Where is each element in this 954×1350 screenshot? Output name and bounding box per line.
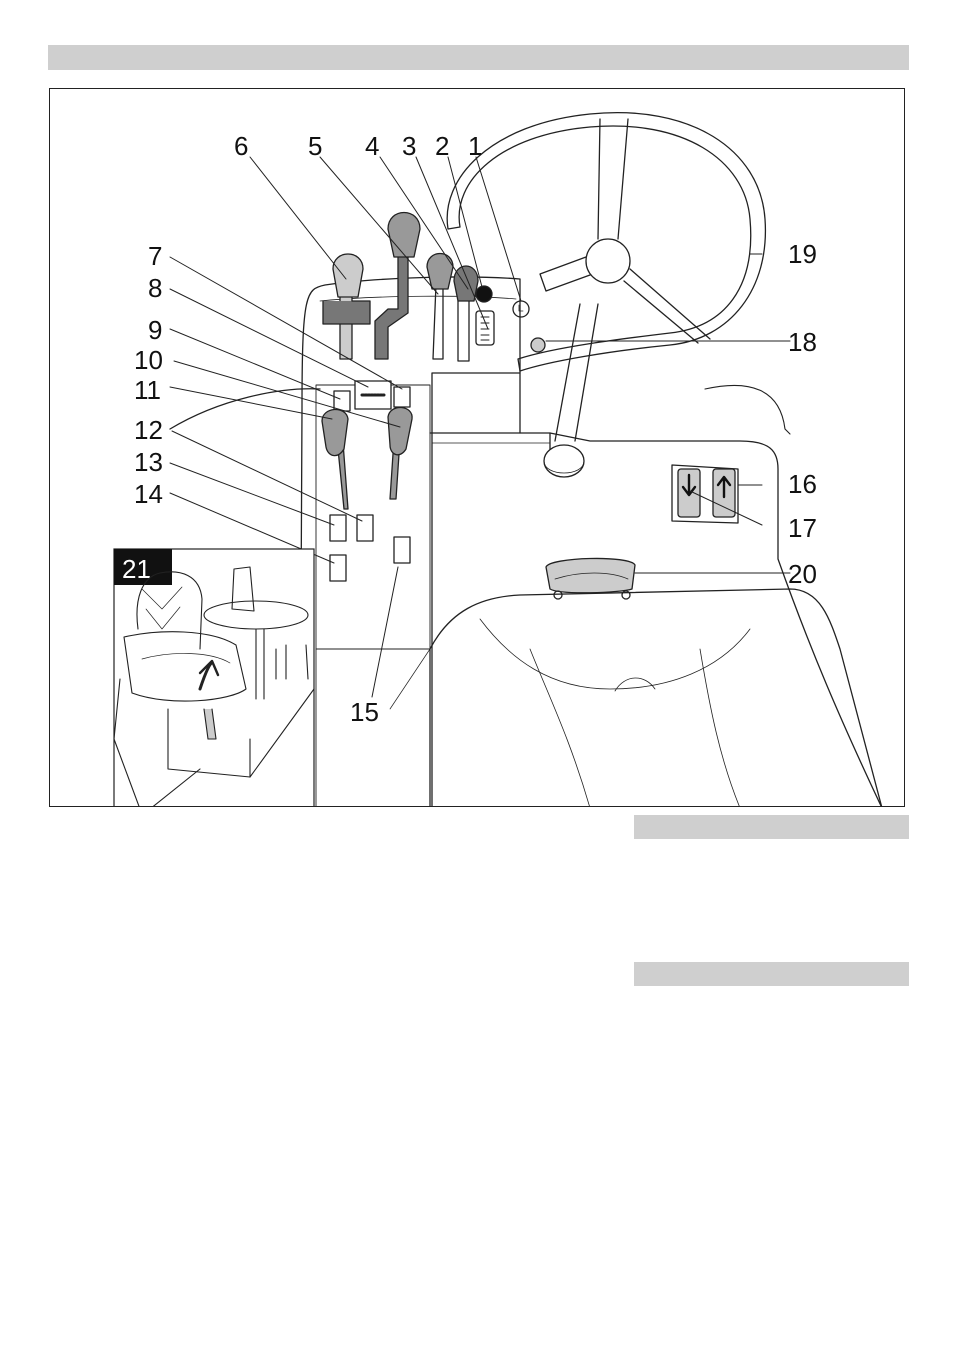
switch-15[interactable] (394, 537, 410, 563)
callout-9: 9 (148, 315, 162, 345)
callout-18: 18 (788, 327, 817, 357)
seat-handle[interactable] (546, 558, 635, 592)
callout-20: 20 (788, 559, 817, 589)
callout-10: 10 (134, 345, 163, 375)
steering-column (555, 304, 598, 441)
right-fender (705, 385, 790, 434)
callout-13: 13 (134, 447, 163, 477)
seat-back (430, 589, 882, 807)
lever-5-shaft[interactable] (375, 254, 408, 359)
callout-3: 3 (402, 131, 416, 161)
section-bar-1 (634, 815, 909, 839)
inset-label: 21 (122, 554, 151, 584)
switch-12[interactable] (357, 515, 373, 541)
lever-11-knob[interactable] (322, 409, 348, 455)
steering-spoke-top (598, 119, 628, 239)
callout-7: 7 (148, 241, 162, 271)
callout-5: 5 (308, 131, 322, 161)
control-knob-18[interactable] (531, 338, 545, 352)
lever-5-knob[interactable] (388, 213, 420, 258)
ignition-switch[interactable] (513, 301, 529, 317)
steering-spoke-right (624, 269, 710, 343)
callout-8: 8 (148, 273, 162, 303)
lever-10-knob[interactable] (388, 407, 412, 454)
callout-11: 11 (134, 375, 161, 405)
lever-6-knob[interactable] (333, 254, 363, 297)
steering-wheel-hub (586, 239, 630, 283)
header-bar (48, 45, 909, 70)
switch-14[interactable] (330, 555, 346, 581)
lever-4-shaft[interactable] (433, 284, 443, 359)
steering-spoke-left (540, 257, 590, 291)
callout-16: 16 (788, 469, 817, 499)
lever-6-guide (323, 301, 370, 324)
lever-4-knob[interactable] (427, 254, 453, 290)
control-panel-figure: 1 2 3 4 5 6 7 8 9 10 11 12 13 14 15 16 1… (49, 88, 905, 807)
callout-4: 4 (365, 131, 379, 161)
control-panel-drawing: 1 2 3 4 5 6 7 8 9 10 11 12 13 14 15 16 1… (50, 89, 905, 807)
callout-6: 6 (234, 131, 248, 161)
callout-14: 14 (134, 479, 163, 509)
steering-wheel-rim (447, 113, 765, 371)
switch-7[interactable] (394, 387, 410, 407)
inset-seat-view: 21 (114, 549, 314, 807)
callout-19: 19 (788, 239, 817, 269)
lever-4b-shaft (458, 301, 469, 361)
left-fender-line (170, 389, 320, 429)
callout-15: 15 (350, 697, 379, 727)
switch-13[interactable] (330, 515, 346, 541)
callout-1: 1 (468, 131, 482, 161)
section-bar-2 (634, 962, 909, 986)
black-button[interactable] (476, 286, 492, 302)
callout-2: 2 (435, 131, 449, 161)
callout-17: 17 (788, 513, 817, 543)
callout-12: 12 (134, 415, 163, 445)
column-boot (544, 445, 584, 477)
